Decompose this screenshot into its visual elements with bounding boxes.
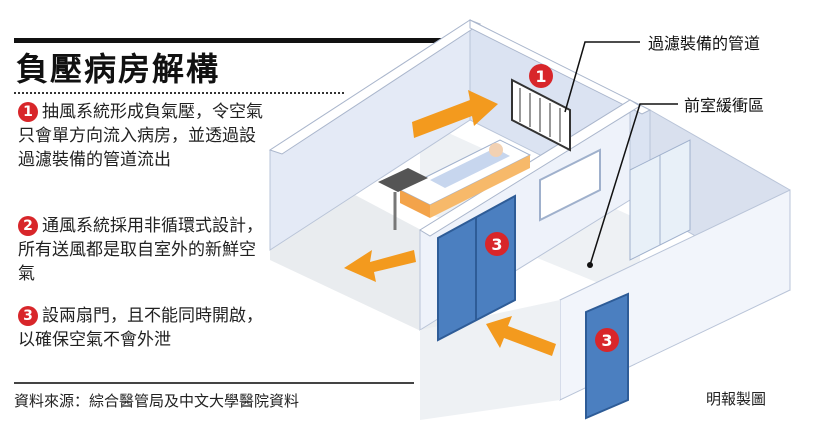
overbed-table-top (378, 168, 428, 192)
leader-anteroom (589, 103, 678, 266)
source-line: 資料來源：綜合醫管局及中文大學醫院資料 (14, 382, 414, 411)
note-text-3: 設兩扇門，且不能同時開啟，以確保空氣不會外泄 (18, 306, 263, 350)
credit: 明報製圖 (706, 390, 767, 408)
note-text-2: 通風系統採用非循環式設計，所有送風都是取自室外的新鮮空氣 (18, 216, 263, 284)
inner-door-marker (485, 232, 509, 256)
airflow-arrow-ward (344, 250, 416, 282)
outer-door-marker (595, 328, 619, 352)
wall-rim-left (268, 19, 482, 155)
bed-side (400, 190, 430, 218)
patient-head (489, 143, 503, 157)
note-number-3: 3 (18, 306, 38, 326)
title-bar (14, 38, 444, 43)
outer-door (585, 292, 629, 420)
page-title: 負壓病房解構 (16, 50, 221, 88)
note-number-2: 2 (18, 216, 38, 236)
title-divider (14, 92, 344, 94)
airflow-arrow-vent (412, 90, 498, 138)
outer-door-marker-label: 3 (601, 331, 612, 350)
airflow-arrow-anteroom (486, 316, 556, 356)
note-text-1: 抽風系統形成負氣壓，令空氣只會單方向流入病房，並透過設過濾裝備的管道流出 (18, 102, 263, 170)
leader-filter-duct (564, 41, 640, 113)
vent-marker (529, 64, 553, 88)
note-number-1: 1 (18, 102, 38, 122)
blanket (430, 148, 510, 188)
leader-anteroom-dot (587, 262, 593, 268)
callout-filter-duct: 過濾裝備的管道 (648, 34, 761, 53)
window (539, 148, 601, 222)
inner-door-marker-label: 3 (491, 235, 502, 254)
vent (511, 78, 571, 152)
wall-rim-right (469, 19, 652, 115)
vent-marker-label: 1 (535, 67, 546, 86)
callout-anteroom: 前室緩衝區 (684, 96, 765, 115)
bed-front (430, 155, 530, 218)
